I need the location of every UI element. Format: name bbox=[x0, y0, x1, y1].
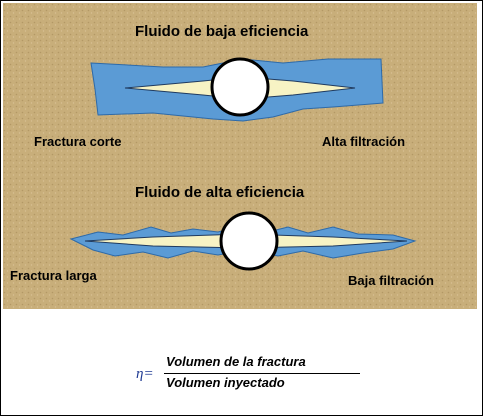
efficiency-formula: η= Volumen de la fractura Volumen inyect… bbox=[128, 352, 388, 398]
formula-denominator: Volumen inyectado bbox=[166, 375, 285, 390]
upper-left-label: Fractura corte bbox=[34, 134, 122, 149]
upper-wellbore bbox=[210, 57, 270, 117]
lower-right-label: Baja filtración bbox=[348, 273, 434, 288]
fraction-bar bbox=[164, 373, 360, 374]
lower-title: Fluido de alta eficiencia bbox=[135, 184, 305, 201]
eta-symbol: η= bbox=[136, 366, 154, 382]
upper-title: Fluido de baja eficiencia bbox=[135, 23, 309, 40]
rock-formation bbox=[3, 3, 477, 309]
lower-wellbore bbox=[219, 211, 279, 271]
upper-right-label: Alta filtración bbox=[322, 134, 406, 149]
lower-left-label: Fractura larga bbox=[10, 268, 97, 283]
fracture-diagram bbox=[3, 3, 477, 309]
formula-numerator: Volumen de la fractura bbox=[166, 354, 306, 369]
